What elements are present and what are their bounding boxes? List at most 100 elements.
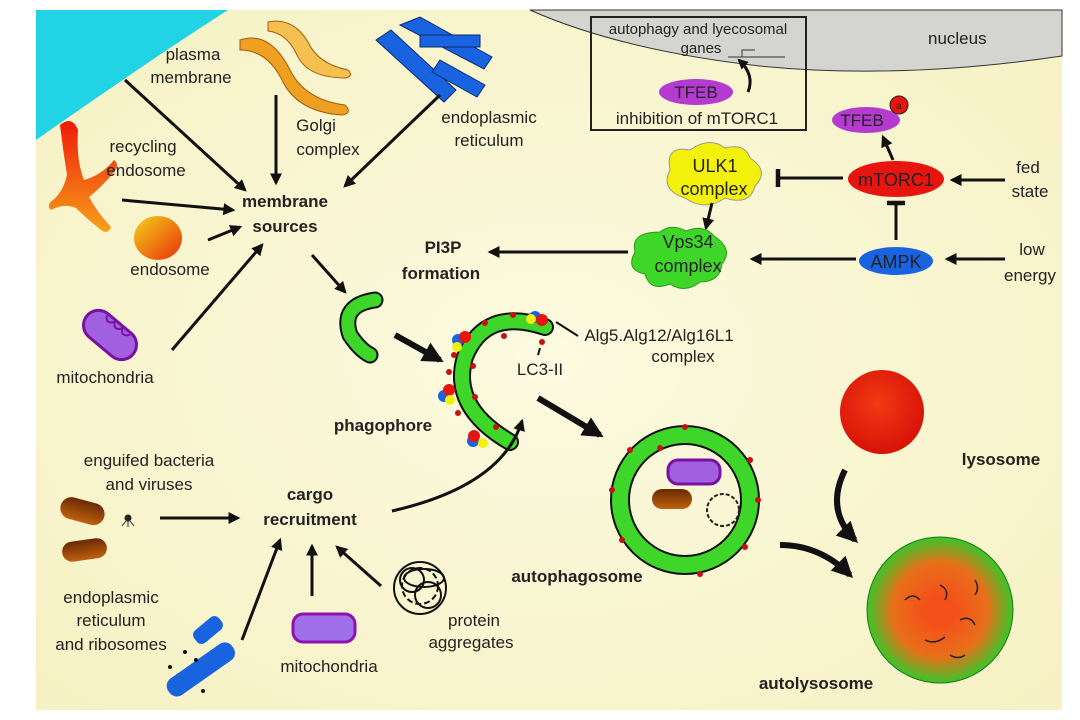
pi3p-label-1: PI3P: [425, 238, 462, 257]
bacteria-label-2: and viruses: [106, 475, 193, 494]
protein-aggregate-icon: [393, 561, 447, 615]
engulfed-bacteria-icon: [652, 489, 692, 509]
plasma-membrane-label-1: plasma: [166, 45, 221, 64]
arrow-mtorc1-tfeb: [881, 134, 895, 161]
lc3-leader-line: [537, 347, 541, 356]
phosphate-icon: [889, 95, 909, 115]
protein-aggregates-label-1: protein: [448, 611, 500, 630]
arrow-er-cargo: [240, 537, 283, 641]
plasma-membrane-region: [36, 10, 228, 140]
genes-label-line1: autophagy and lyecosomal: [609, 21, 787, 38]
er-label-1: endoplasmic: [441, 108, 537, 127]
virus-icon: [121, 514, 135, 527]
engulfed-aggregate-icon: [706, 493, 740, 527]
tfeb-nuclear-label: TFEB: [674, 83, 717, 102]
mtorc1-node: [848, 161, 944, 197]
gene-promoter-icon: [728, 49, 785, 58]
recycling-endosome-label-2: endosome: [106, 161, 185, 180]
bacterium-icon: [62, 538, 107, 562]
endosome-label: endosome: [130, 260, 209, 279]
autophagosome: [612, 427, 758, 573]
nucleus-region: [529, 9, 1063, 72]
membrane-sources-label-2: sources: [252, 217, 317, 236]
fed-state-label-1: fed: [1016, 158, 1040, 177]
inhibition-label: inhibition of mTORC1: [616, 109, 778, 128]
engulfed-mitochondria-icon: [666, 458, 722, 486]
arrow-cargo-phagophore: [391, 418, 525, 513]
phagophore: [455, 314, 552, 449]
arrow-lysosome-fusion: [834, 468, 858, 543]
golgi-icon: [239, 20, 352, 116]
genes-label-line2: ganes: [681, 40, 722, 57]
ampk-label: AMPK: [870, 252, 921, 272]
arrow-phagophore-growth: [393, 332, 444, 363]
ulk1-complex: [666, 142, 762, 206]
endosome-icon: [134, 216, 182, 260]
degraded-content: [904, 579, 979, 659]
arrow-er-sources: [343, 93, 442, 188]
tfeb-phosphorylated: [832, 107, 900, 133]
vps34-label-1: Vps34: [662, 232, 713, 252]
mitochondria-top-label: mitochondria: [56, 368, 154, 387]
autophagosome-lc3-dots: [609, 424, 761, 577]
er-label-2: reticulum: [455, 131, 524, 150]
golgi-label-1: Golgi: [296, 116, 336, 135]
atg-complex-icons: [438, 311, 548, 448]
autolysosome-label: autolysosome: [759, 674, 873, 693]
bacterium-icon: [60, 497, 105, 526]
early-phagophore: [341, 293, 382, 362]
pi3p-label-2: formation: [402, 264, 480, 283]
lc3-dots: [446, 312, 545, 430]
vps34-complex: [631, 226, 727, 289]
arrow-endosome-sources: [207, 225, 243, 242]
arrow-phagophore-autophagosome: [536, 395, 604, 438]
recycling-endosome-icon: [48, 121, 117, 232]
cargo-label-1: cargo: [287, 485, 333, 504]
phagophore-label: phagophore: [334, 416, 432, 435]
er-icon: [375, 16, 493, 103]
arrow-ulk1-vps34: [702, 202, 715, 231]
atg-label-1: Alg5.Alg12/Alg16L1: [584, 326, 733, 345]
tfeb-nuclear: [659, 79, 733, 105]
nucleus-label: nucleus: [928, 29, 987, 48]
autolysosome: [866, 536, 1014, 684]
bacteria-label-1: enguifed bacteria: [84, 451, 215, 470]
low-energy-label-2: energy: [1004, 266, 1056, 285]
atg-leader-line: [555, 321, 579, 337]
er-ribo-label-1: endoplasmic: [63, 588, 159, 607]
arrow-mito-sources: [170, 243, 264, 351]
phosphate-label: a: [896, 101, 902, 112]
er-ribosomes-icon: [166, 616, 235, 697]
mitochondria-bottom-icon: [291, 612, 357, 644]
atg-label-2: complex: [651, 347, 715, 366]
mtorc1-label: mTORC1: [858, 170, 934, 190]
ulk1-label-1: ULK1: [692, 156, 737, 176]
autophagosome-label: autophagosome: [511, 567, 642, 586]
arrow-aggregates-cargo: [335, 545, 382, 588]
arrow-pm-sources: [123, 78, 247, 192]
protein-aggregates-label-2: aggregates: [428, 633, 513, 652]
er-ribo-label-3: and ribosomes: [55, 635, 167, 654]
lc3-label: LC3-II: [517, 360, 563, 379]
tfeb-inset-box: autophagy and lyecosomal ganes TFEB inhi…: [590, 16, 807, 131]
arrow-sources-phagophore: [310, 254, 347, 294]
plasma-membrane-label-2: membrane: [150, 68, 231, 87]
ampk-node: [859, 247, 933, 275]
golgi-label-2: complex: [296, 140, 360, 159]
arrow-autophagosome-fusion: [779, 542, 853, 578]
lysosome: [840, 370, 924, 454]
cargo-label-2: recruitment: [263, 510, 357, 529]
recycling-endosome-label-1: recycling: [109, 137, 176, 156]
mitochondria-top-icon: [82, 308, 138, 362]
arrow-tfeb-to-genes: [737, 58, 752, 93]
fed-state-label-2: state: [1012, 182, 1049, 201]
membrane-sources-label-1: membrane: [242, 192, 328, 211]
tfeb-p-label: TFEB: [840, 111, 883, 130]
mitochondria-bottom-label: mitochondria: [280, 657, 378, 676]
low-energy-label-1: low: [1019, 240, 1045, 259]
arrow-recycling-sources: [121, 198, 236, 216]
vps34-label-2: complex: [654, 256, 721, 276]
er-ribo-label-2: reticulum: [77, 611, 146, 630]
ulk1-label-2: complex: [680, 179, 747, 199]
